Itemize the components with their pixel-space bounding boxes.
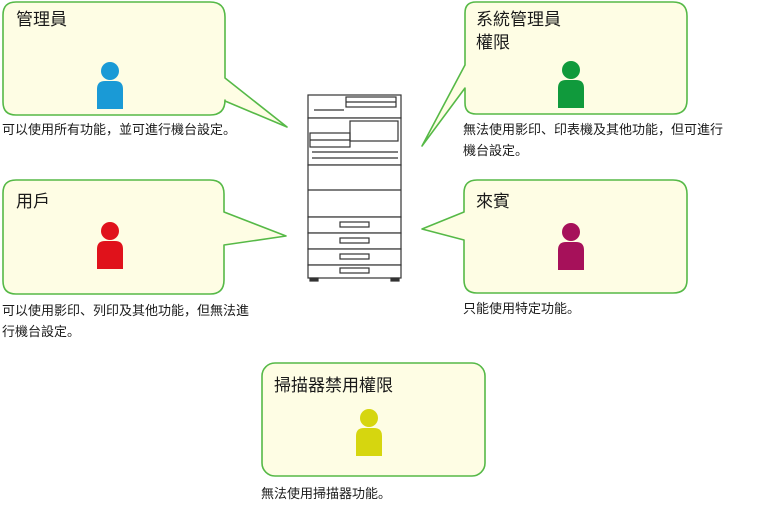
user-description: 可以使用影印、列印及其他功能，但無法進 行機台設定。 bbox=[2, 304, 250, 340]
guest-person-icon bbox=[558, 223, 584, 270]
sysadmin-person-icon bbox=[558, 61, 584, 108]
admin-description: 可以使用所有功能，並可進行機台設定。 bbox=[2, 123, 237, 138]
sysadmin-bubble bbox=[421, 1, 688, 147]
guest-title: 來賓 bbox=[476, 192, 510, 212]
sysadmin-description: 無法使用影印、印表機及其他功能，但可進行 機台設定。 bbox=[463, 123, 724, 159]
guest-bubble bbox=[421, 179, 688, 294]
admin-person-icon bbox=[97, 62, 123, 109]
admin-title: 管理員 bbox=[16, 10, 67, 30]
admin-bubble bbox=[2, 1, 288, 128]
user-person-icon bbox=[97, 222, 123, 269]
scanner-person-icon bbox=[356, 409, 382, 456]
scanner-title: 掃描器禁用權限 bbox=[274, 376, 393, 396]
scanner-description: 無法使用掃描器功能。 bbox=[261, 487, 392, 502]
guest-description: 只能使用特定功能。 bbox=[463, 302, 581, 317]
user-title: 用戶 bbox=[16, 192, 50, 212]
multifunction-printer-icon bbox=[307, 94, 402, 282]
sysadmin-title: 系統管理員 權限 bbox=[476, 10, 561, 53]
user-bubble bbox=[2, 179, 287, 295]
